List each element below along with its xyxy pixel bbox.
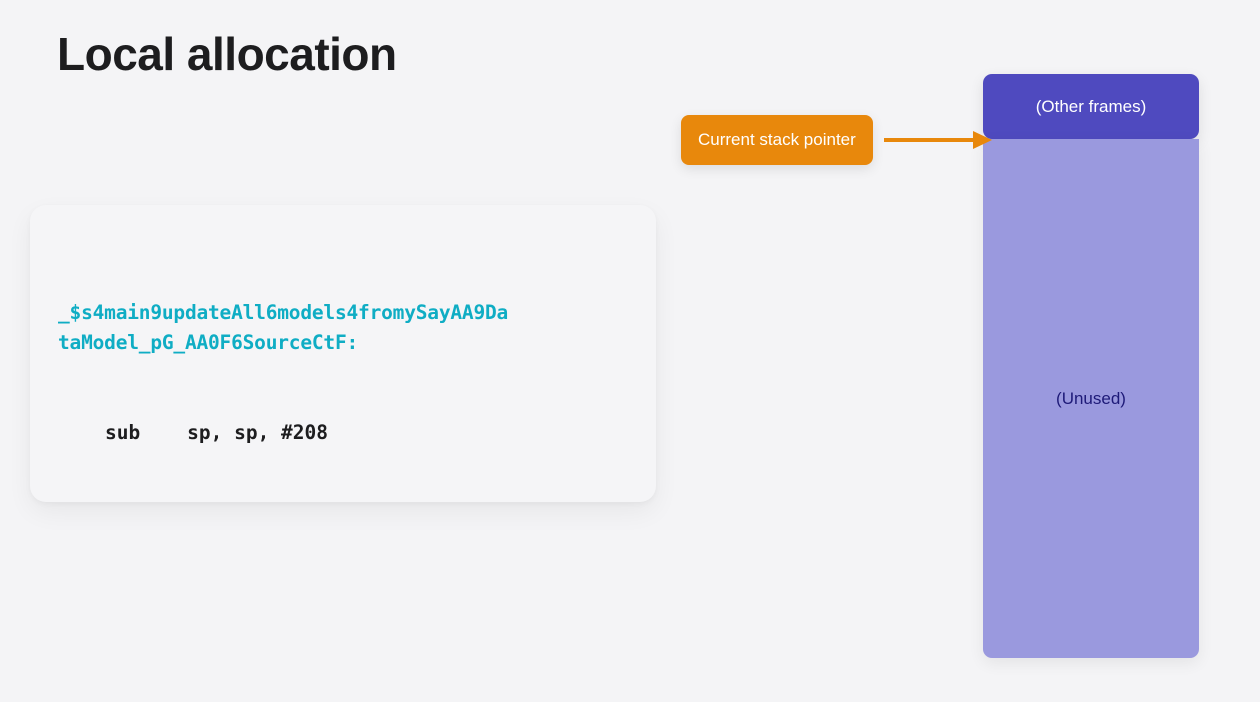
code-symbol-line: _$s4main9updateAll6models4fromySayAA9Dat… xyxy=(58,301,509,354)
stack-block-unused-label: (Unused) xyxy=(1056,388,1126,408)
stack-diagram: (Other frames) (Unused) xyxy=(983,74,1199,658)
code-card: _$s4main9updateAll6models4fromySayAA9Dat… xyxy=(30,205,656,502)
stack-pointer-callout-label: Current stack pointer xyxy=(698,130,856,149)
stack-block-unused: (Unused) xyxy=(983,139,1199,658)
code-line: sub sp, sp, #208 xyxy=(58,421,329,444)
code-block: _$s4main9updateAll6models4fromySayAA9Dat… xyxy=(58,238,642,502)
stack-block-other-frames-label: (Other frames) xyxy=(1035,96,1147,116)
stack-pointer-callout: Current stack pointer xyxy=(681,115,873,165)
stack-block-other-frames: (Other frames) xyxy=(983,74,1199,139)
stack-pointer-arrow-icon xyxy=(884,131,992,149)
page-title: Local allocation xyxy=(57,28,397,80)
